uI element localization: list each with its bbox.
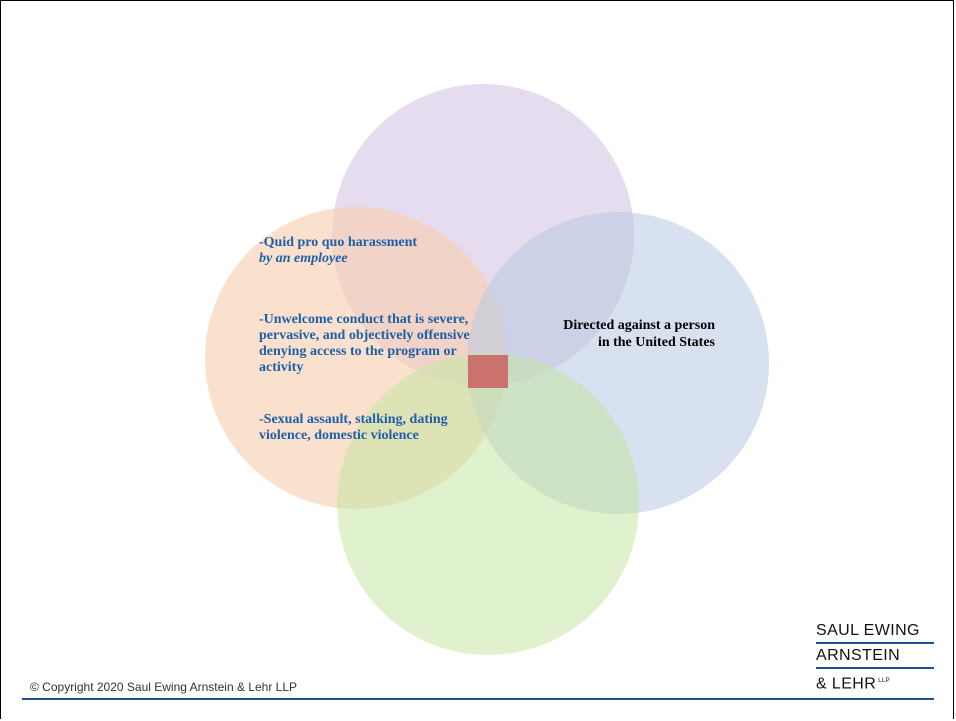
harassment-item-quid-pro-quo: -Quid pro quo harassment by an employee	[259, 235, 419, 267]
logo-rule	[816, 642, 934, 644]
jurisdiction-label: Directed against a person in the United …	[563, 318, 715, 350]
harassment-item-unwelcome-conduct: -Unwelcome conduct that is severe, perva…	[259, 312, 470, 375]
logo-llp: LLP	[878, 678, 891, 684]
venn-intersection	[468, 355, 508, 388]
logo-rule	[816, 667, 934, 669]
copyright-text: © Copyright 2020 Saul Ewing Arnstein & L…	[30, 680, 297, 694]
harassment-item-text: -Quid pro quo harassment	[259, 235, 418, 250]
harassment-item-sexual-assault: -Sexual assault, stalking, dating violen…	[259, 412, 448, 443]
harassment-item-emphasis: by an employee	[259, 251, 348, 266]
venn-circle-bottom	[337, 353, 639, 655]
logo-line-1: SAUL EWING	[816, 622, 920, 639]
footer-divider	[22, 698, 934, 700]
logo-line-2: ARNSTEIN	[816, 647, 901, 664]
logo-line-3-text: & LEHR	[816, 675, 877, 693]
